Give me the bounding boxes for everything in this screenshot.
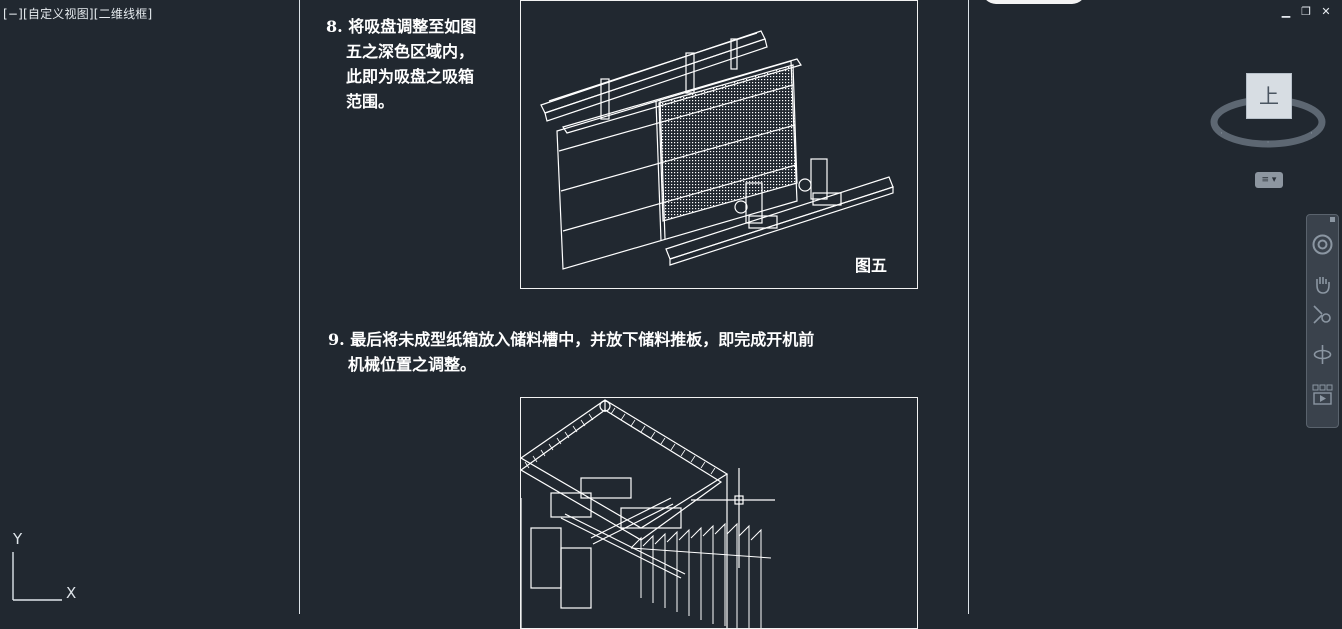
svg-text:·: · — [1310, 129, 1313, 139]
showmotion-icon[interactable] — [1311, 383, 1334, 406]
step-9-line-1: 9. 最后将未成型纸箱放入储料槽中，并放下储料推板，即完成开机前 — [328, 330, 815, 349]
navbar-close-icon[interactable] — [1330, 217, 1335, 222]
ucs-x-label: X — [66, 584, 77, 602]
navigation-bar — [1306, 214, 1339, 428]
figure-5-frame: 图五 — [520, 0, 918, 289]
minimize-icon[interactable]: ▁ — [1281, 5, 1291, 18]
close-icon[interactable]: ✕ — [1321, 5, 1331, 18]
viewport-controls-label[interactable]: [−][自定义视图][二维线框] — [3, 7, 153, 21]
viewcube[interactable]: · · · 上 — [1210, 72, 1328, 154]
step-8-line-2: 五之深色区域内， — [346, 42, 475, 61]
figure-6-frame — [520, 397, 918, 629]
pan-hand-icon[interactable] — [1311, 273, 1334, 296]
svg-text:·: · — [1220, 129, 1223, 139]
viewcube-top-face[interactable]: 上 — [1246, 73, 1292, 119]
top-tab-fragment[interactable] — [982, 0, 1086, 4]
ucs-icon: Y X — [10, 530, 82, 606]
wcs-menu-button[interactable]: ≡ ▾ — [1255, 172, 1283, 188]
viewport-window-controls: ▁ ❐ ✕ — [1280, 6, 1332, 18]
step-8-text: 8. 将吸盘调整至如图 五之深色区域内， 此即为吸盘之吸箱 范围。 — [326, 14, 476, 114]
figure-6-drawing — [521, 399, 775, 628]
figure-5-drawing — [540, 30, 894, 270]
zoom-extents-icon[interactable] — [1311, 303, 1334, 326]
restore-icon[interactable]: ❐ — [1301, 5, 1311, 18]
svg-text:·: · — [1267, 138, 1270, 148]
step-8-line-1: 8. 将吸盘调整至如图 — [326, 17, 477, 36]
orbit-icon[interactable] — [1311, 343, 1334, 366]
step-9-line-2: 机械位置之调整。 — [348, 355, 477, 374]
ucs-y-label: Y — [13, 530, 23, 548]
ucs-axes — [12, 552, 62, 601]
step-8-line-3: 此即为吸盘之吸箱 — [346, 67, 475, 86]
sheet-right-border — [968, 0, 969, 614]
step-8-line-4: 范围。 — [346, 92, 395, 111]
step-9-text: 9. 最后将未成型纸箱放入储料槽中，并放下储料推板，即完成开机前 机械位置之调整… — [328, 327, 814, 377]
figure-5-caption: 图五 — [854, 256, 887, 275]
steering-wheel-icon[interactable] — [1311, 233, 1334, 256]
sheet-left-border — [299, 0, 300, 614]
